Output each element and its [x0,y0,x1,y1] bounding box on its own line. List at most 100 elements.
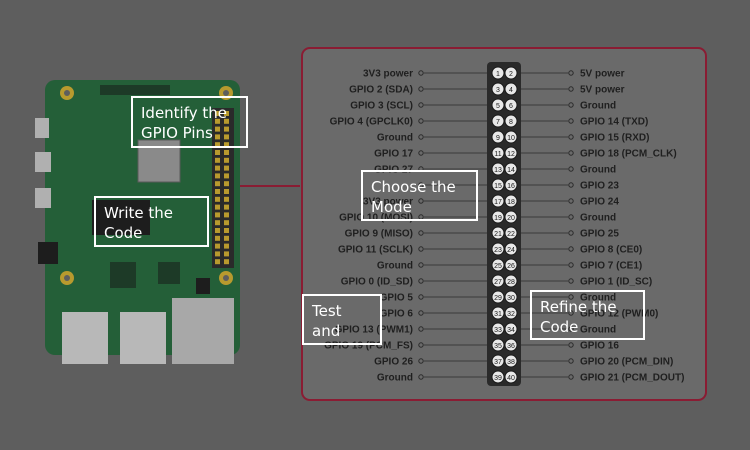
header-pin [224,212,229,218]
header-pin [224,228,229,233]
circle-outline-icon [568,102,574,108]
pin-label-right: 5V power [580,69,625,80]
circle-outline-icon [418,198,424,204]
header-pin [224,259,229,265]
circle-outline-icon [418,182,424,188]
pin-number: 11 [494,151,501,158]
circle-outline-icon [568,182,574,188]
header-pin [224,126,229,132]
numbered-pin-icon [504,130,518,144]
header-pin [224,235,229,241]
pin-label-right: 5V power [580,85,625,96]
pin-number: 32 [507,311,515,318]
pin-number: 6 [509,103,513,110]
header-pin [224,142,229,148]
header-pin [224,204,229,210]
numbered-pin-icon [491,82,505,96]
numbered-pin-icon [504,114,518,128]
header-pin [224,220,229,226]
pin-number: 27 [494,279,502,286]
pin-label-left: GPIO 19 (PCM_FS) [324,341,413,352]
numbered-pin-icon [491,290,505,304]
circle-outline-icon [418,342,424,348]
pin-number: 39 [494,375,502,382]
pin-number: 36 [507,343,515,350]
pin-number: 29 [494,295,502,302]
numbered-pin-icon [504,242,518,256]
numbered-pin-icon [491,194,505,208]
header-pin [224,134,229,140]
pin-label-left: Ground [377,261,413,272]
pin-number: 31 [494,311,502,318]
numbered-pin-icon [504,290,518,304]
numbered-pin-icon [504,82,518,96]
circle-outline-icon [568,326,574,332]
header-pin [215,165,220,171]
pin-label-left: GPIO 26 [374,357,413,368]
step-test-box[interactable]: Test and Debug [302,294,382,345]
pin-label-right: GPIO 15 (RXD) [580,133,649,144]
header-pin [215,134,220,140]
circle-outline-icon [568,342,574,348]
header-pin [215,228,220,233]
header-pin [224,118,229,124]
circle-outline-icon [418,150,424,156]
header-pin [215,189,220,194]
circle-outline-icon [568,294,574,300]
small-chip [158,262,180,284]
step-identify-box[interactable]: Identify the GPIO Pins [131,96,248,148]
numbered-pin-icon [504,322,518,336]
pin-label-left: GPIO 11 (SCLK) [338,245,413,256]
pin-number: 33 [494,327,502,334]
numbered-pin-icon [491,274,505,288]
pin-label-right: GPIO 14 (TXD) [580,117,648,128]
hdmi-port [35,188,51,208]
pin-label-right: GPIO 18 (PCM_CLK) [580,149,677,160]
header-pin [215,204,220,210]
pin-number: 5 [496,103,500,110]
circle-outline-icon [568,70,574,76]
circle-outline-icon [568,246,574,252]
circle-outline-icon [418,262,424,268]
pin-number: 28 [507,279,515,286]
mounting-hole-icon [64,275,70,281]
pin-label-right: Ground [580,165,616,176]
step-choose-box[interactable]: Choose the Mode [361,170,478,221]
numbered-pin-icon [491,226,505,240]
pin-label-left: GPIO 4 (GPCLK0) [330,117,413,128]
mounting-hole-icon [223,90,229,96]
numbered-pin-icon [491,370,505,384]
pin-number: 13 [494,167,502,174]
circle-outline-icon [568,262,574,268]
numbered-pin-icon [491,322,505,336]
header-pin [224,181,229,187]
circle-outline-icon [418,278,424,284]
step-refine-box[interactable]: Refine the Code [530,290,645,340]
header-pin [224,157,229,163]
pin-label-right: Ground [580,213,616,224]
numbered-pin-icon [504,178,518,192]
step-write-box[interactable]: Write the Code [94,196,209,247]
circle-outline-icon [418,326,424,332]
numbered-pin-icon [491,146,505,160]
poe-header [196,278,210,294]
pin-label-right: Ground [580,325,616,336]
pin-number: 35 [494,343,502,350]
circle-outline-icon [568,358,574,364]
pin-label-right: GPIO 24 [580,197,619,208]
audio-jack [38,242,58,264]
pin-number: 17 [494,199,502,206]
pin-number: 34 [507,327,515,334]
header-pin [224,150,229,155]
hdmi-port [35,152,51,172]
numbered-pin-icon [491,306,505,320]
pin-label-left: GPIO 6 [380,309,414,320]
header-pin [224,251,229,257]
pin-number: 14 [507,167,515,174]
pin-number: 7 [496,119,500,126]
pin-number: 19 [494,215,502,222]
pin-label-right: GPIO 12 (PWM0) [580,309,658,320]
pin-header-strip [487,62,521,386]
pin-label-left: GPIO 0 (ID_SD) [341,277,413,288]
circle-outline-icon [568,230,574,236]
